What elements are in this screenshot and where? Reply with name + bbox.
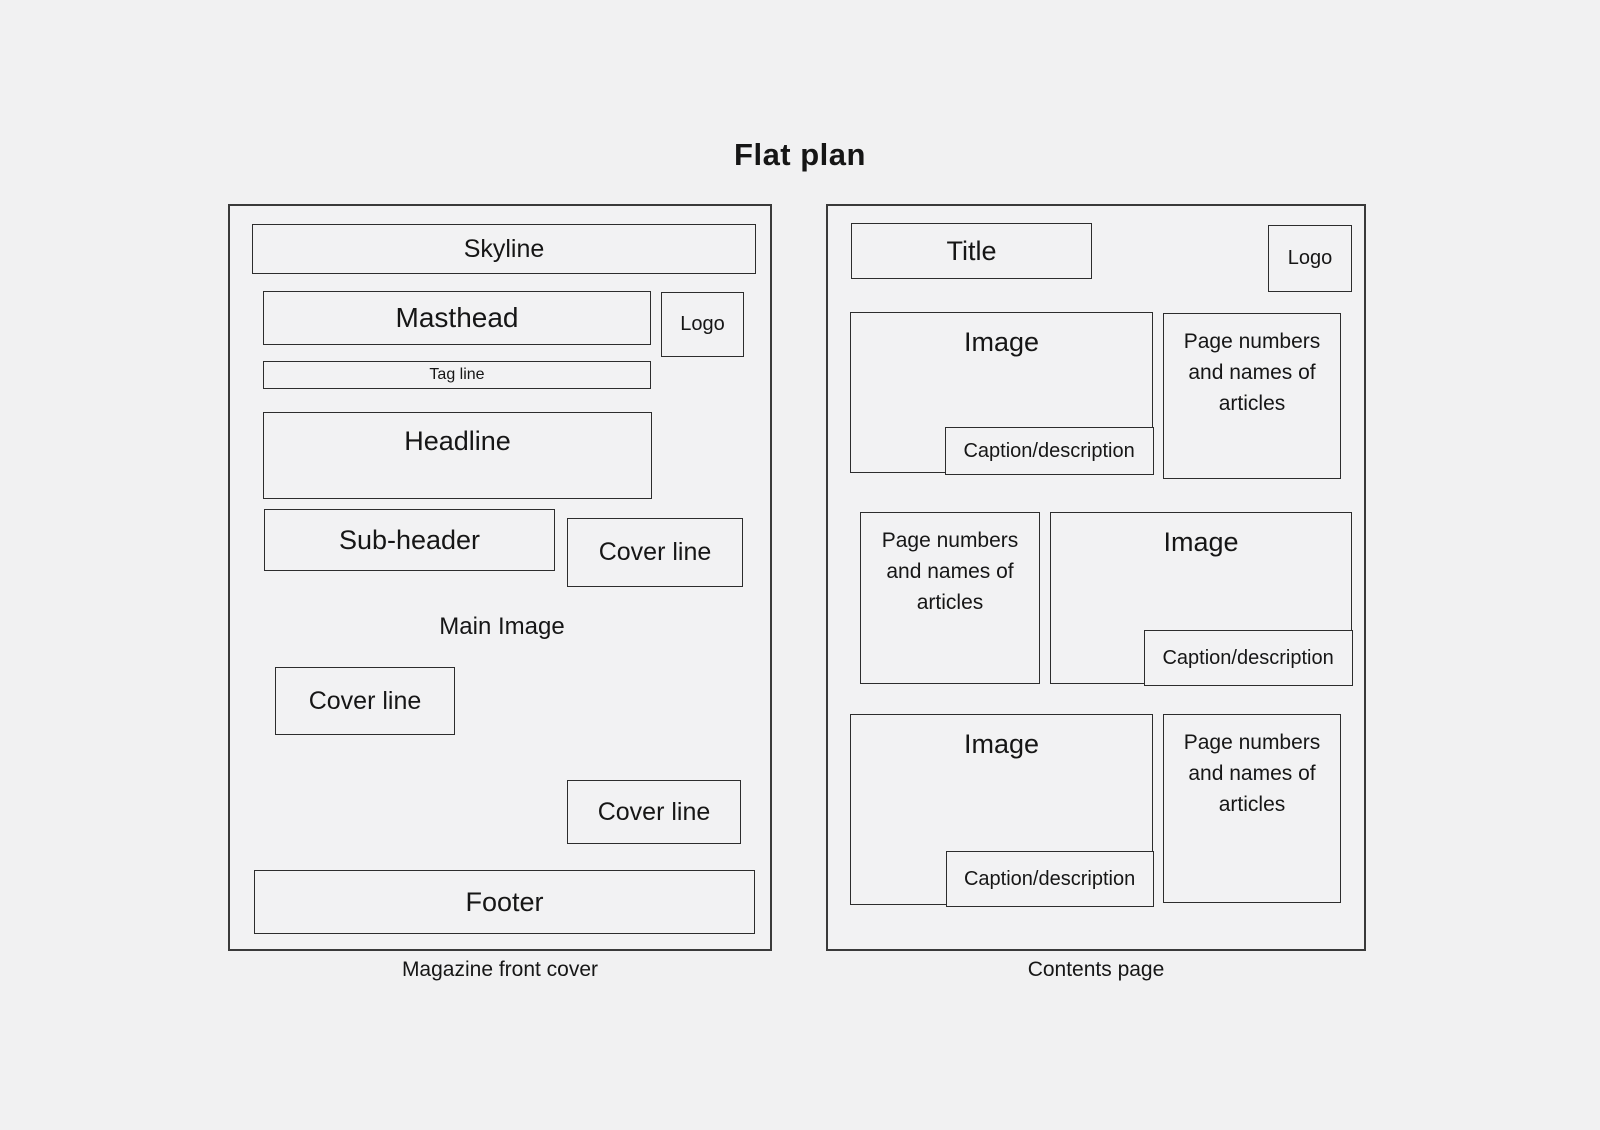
image-label: Image: [1163, 527, 1239, 557]
image-box-3: Image Caption/description: [850, 714, 1154, 907]
masthead-box: Masthead: [263, 291, 651, 345]
image-label: Image: [963, 327, 1040, 357]
cover-line-box-2: Cover line: [275, 667, 455, 735]
image-box-1: Image Caption/description: [850, 312, 1154, 475]
skyline-box: Skyline: [252, 224, 756, 274]
article-list-label: Page numbers and names of articles: [1183, 330, 1321, 415]
diagram-title: Flat plan: [734, 137, 866, 172]
caption-box-1: Caption/description: [944, 427, 1154, 475]
article-list-label: Page numbers and names of articles: [881, 529, 1019, 614]
contents-page: Title Logo Image Caption/description Pag…: [826, 204, 1366, 951]
front-cover-caption: Magazine front cover: [401, 958, 599, 981]
contents-logo-box: Logo: [1268, 225, 1352, 292]
article-list-box-2: Page numbers and names of articles: [860, 512, 1040, 684]
subheader-box: Sub-header: [264, 509, 555, 571]
article-list-box-3: Page numbers and names of articles: [1163, 714, 1341, 903]
image-label: Image: [963, 729, 1040, 759]
article-list-label: Page numbers and names of articles: [1183, 731, 1321, 816]
front-cover-page: Skyline Masthead Logo Tag line Headline …: [228, 204, 772, 951]
contents-caption: Contents page: [1027, 958, 1165, 981]
front-cover-logo-box: Logo: [661, 292, 744, 357]
image-box-2: Image Caption/description: [1050, 512, 1353, 686]
caption-box-2: Caption/description: [1143, 630, 1353, 686]
article-list-box-1: Page numbers and names of articles: [1163, 313, 1341, 479]
title-box: Title: [851, 223, 1092, 279]
main-image-label: Main Image: [439, 613, 565, 640]
caption-box-3: Caption/description: [945, 851, 1154, 907]
headline-box: Headline: [263, 412, 652, 499]
footer-box: Footer: [254, 870, 755, 934]
cover-line-box-3: Cover line: [567, 780, 741, 844]
tagline-box: Tag line: [263, 361, 651, 389]
cover-line-box-1: Cover line: [567, 518, 743, 587]
